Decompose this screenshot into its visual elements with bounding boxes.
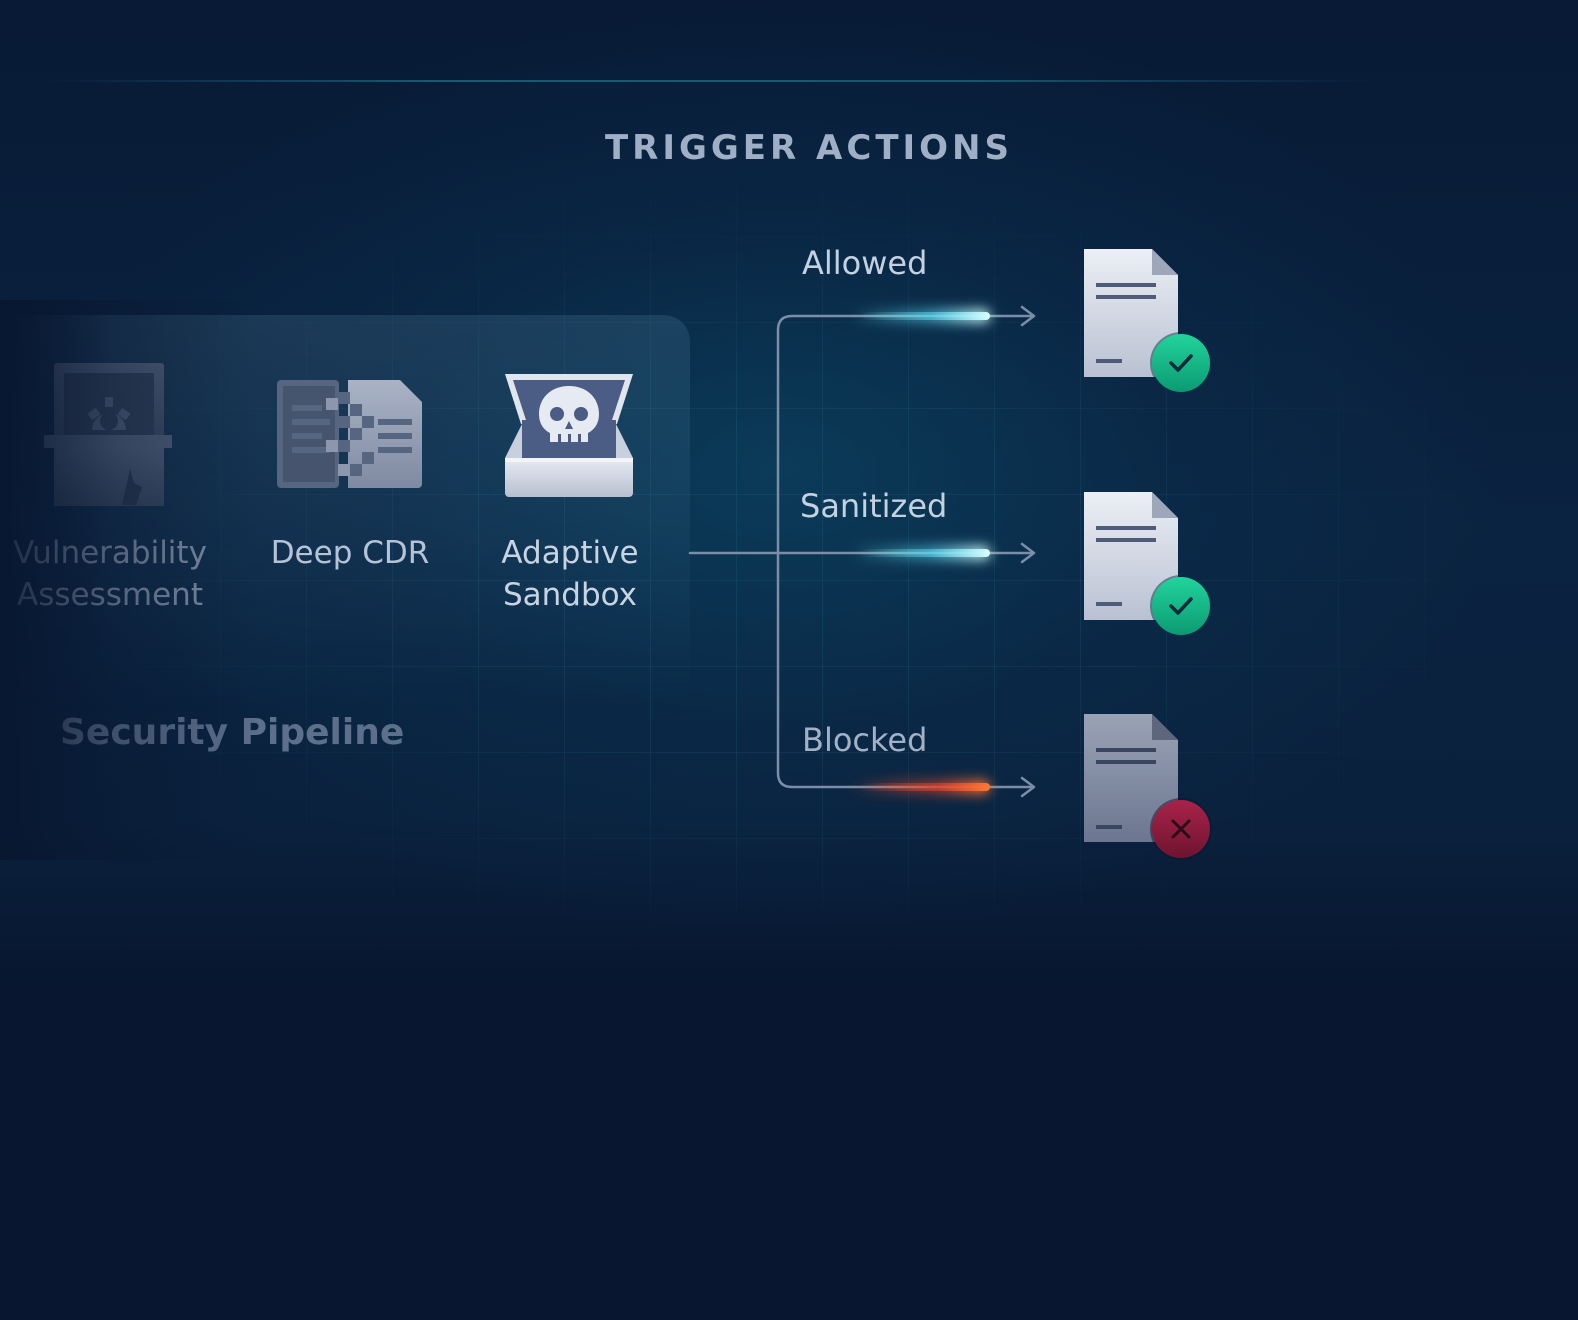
tool-label-adaptive-sandbox: Adaptive Sandbox xyxy=(470,532,670,616)
action-label-sanitized: Sanitized xyxy=(800,487,948,525)
tool-label-deep-cdr: Deep CDR xyxy=(250,532,450,574)
close-icon xyxy=(1171,819,1191,839)
tool-label-vulnerability-assessment: Vulnerability Assessment xyxy=(10,532,210,616)
allowed-glow xyxy=(850,309,990,323)
blocked-x-badge xyxy=(1150,798,1212,860)
tool-label-line: Deep CDR xyxy=(270,535,430,571)
section-title: TRIGGER ACTIONS xyxy=(604,128,1014,168)
adaptive-sandbox-icon xyxy=(505,374,633,497)
tool-label-line: Vulnerability xyxy=(13,535,207,571)
deep-cdr-icon xyxy=(277,380,422,488)
tool-label-line: Sandbox xyxy=(502,577,638,613)
sanitized-glow xyxy=(850,546,990,560)
background-grid xyxy=(0,150,1578,910)
vulnerability-assessment-icon xyxy=(44,363,172,506)
blocked-glow xyxy=(850,780,990,794)
sanitized-document-icon xyxy=(1084,492,1178,620)
action-label-blocked: Blocked xyxy=(802,721,928,759)
check-icon xyxy=(1169,597,1193,615)
sanitized-check-badge xyxy=(1150,575,1212,637)
action-label-allowed: Allowed xyxy=(802,244,928,282)
tool-label-line: Assessment xyxy=(17,577,203,613)
top-divider xyxy=(40,80,1380,82)
tool-label-line: Adaptive xyxy=(501,535,639,571)
security-pipeline-label: Security Pipeline xyxy=(60,712,405,753)
check-icon xyxy=(1169,354,1193,372)
allowed-check-badge xyxy=(1150,332,1212,394)
blocked-document-icon xyxy=(1084,714,1178,842)
allowed-document-icon xyxy=(1084,249,1178,377)
